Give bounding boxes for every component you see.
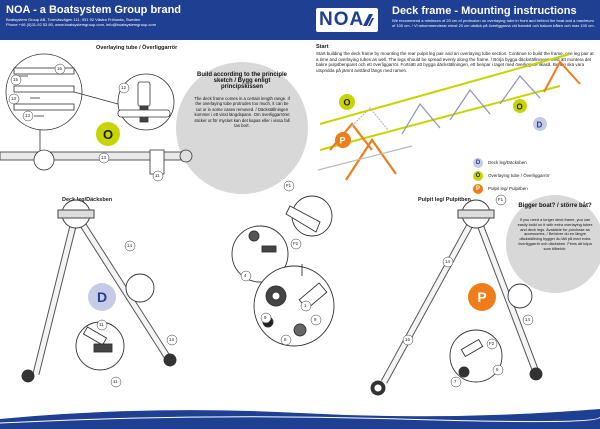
part-13a: 13 [11,96,16,101]
part-9a: 9 [264,315,267,320]
pulpit-leg-heading: Pulpit leg/ Pulpitben [418,197,471,203]
bigger-boat-body: If you need a longer deck frame, you can… [517,217,593,251]
start-heading: Start [316,44,329,50]
principle-sketch-title: Build according to the principle sketch … [196,72,287,90]
badge-o-overlaying: O [96,122,120,146]
part-14d: 14 [525,317,530,322]
brand-address: Boatsystem Group AB, Tornväsvägen 111, 9… [6,17,141,22]
noa-logo: NOA [316,8,378,32]
part-11a: 11 [155,173,160,178]
part-1: 1 [304,303,307,308]
legend-o-dot: O [473,171,483,181]
part-6: 6 [284,337,287,342]
part-13b: 13 [25,113,30,118]
legend-overlaying-tube: Overlaying tube / Överliggarrör [488,173,550,178]
part-14a: 14 [127,243,132,248]
part-9b: 9 [314,317,317,322]
legend-deck-leg: Deck leg/Däcksben [488,160,527,165]
part-11c: 11 [99,322,104,327]
part-7: 7 [454,379,457,384]
part-f1b: F1 [498,197,504,202]
principle-sketch-body: The deck frame comes in a certain length… [194,96,290,129]
bigger-boat-title: Bigger boat? / större båt? [518,203,592,209]
brand-title: NOA - a Boatsystem Group brand [6,4,182,16]
part-4: 4 [244,273,247,278]
legend-p-dot: P [473,184,483,194]
brand-contact: Phone +46 (0)31-92 53 80, www.boatsystem… [6,22,157,27]
logo-text: NOA [319,9,365,30]
part-13c: 13 [101,155,106,160]
part-f2b: F2 [489,341,495,346]
doc-title: Deck frame - Mounting instructions [392,5,577,17]
brand-info: Boatsystem Group AB, Tornväsvägen 111, 9… [6,17,156,27]
footer-wave [0,409,600,429]
part-15b: 15 [405,337,410,342]
principle-sketch-callout [176,62,308,194]
part-5: 5 [496,367,499,372]
header-bar: NOA - a Boatsystem Group brand Boatsyste… [0,0,600,40]
part-f1a: F1 [286,183,292,188]
overlaying-tube-heading: Overlaying tube / Överliggarrör [96,45,178,51]
part-11b: 11 [113,379,118,384]
legend-d-dot: D [473,158,483,168]
part-14b: 14 [169,337,174,342]
part-16: 16 [57,66,62,71]
part-f2: F2 [293,241,299,246]
part-12: 12 [121,85,126,90]
wave-icon [363,14,374,26]
legend-pulpit-leg: Pulpit leg/ Pulpitben [488,186,528,191]
doc-intro: We recommend a minimum of 20 cm of protr… [392,18,595,28]
part-14c: 14 [445,259,450,264]
part-15: 15 [13,77,18,82]
